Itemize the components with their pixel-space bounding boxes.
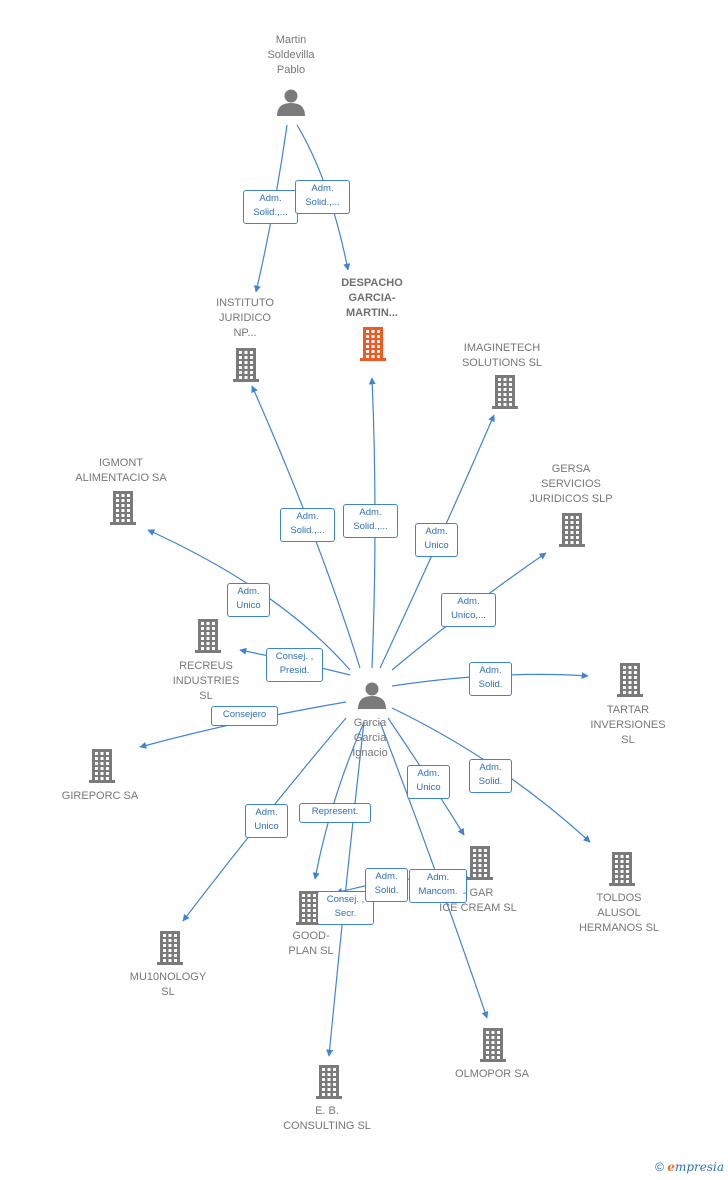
building-icon-recreus[interactable] <box>195 619 221 653</box>
node-label-gireporc[interactable]: GIREPORC SA <box>61 790 139 802</box>
building-icon-icecream[interactable] <box>467 846 493 880</box>
building-icon-gersa[interactable] <box>559 513 585 547</box>
footer-brand: © empresia <box>655 1160 724 1174</box>
edge-label-garcia-igmont[interactable]: Adm.Unico <box>227 583 270 617</box>
edge-label-garcia-toldos[interactable]: Adm.Solid. <box>469 759 512 793</box>
building-icon-igmont[interactable] <box>110 491 136 525</box>
edge-label-garcia-recreus[interactable]: Consej. ,Presid. <box>266 648 323 682</box>
edge-label-garcia-gireporc[interactable]: Consejero <box>211 706 278 726</box>
edge-label-garcia-icecream[interactable]: Adm.Unico <box>407 765 450 799</box>
building-icon-olmopor[interactable] <box>480 1028 506 1062</box>
node-label-olmopor[interactable]: OLMOPOR SA <box>455 1068 529 1080</box>
edge-label-garcia-goodplan[interactable]: Represent. <box>299 803 371 823</box>
building-icon-eb[interactable] <box>316 1065 342 1099</box>
edge-label-garcia-imaginetech[interactable]: Adm.Unico <box>415 523 458 557</box>
building-icon-toldos[interactable] <box>609 852 635 886</box>
empresia-logo[interactable]: empresia <box>667 1160 724 1174</box>
person-icon-garcia[interactable] <box>358 682 386 710</box>
building-icon-despacho[interactable] <box>360 327 386 361</box>
edge-garcia-goodplan <box>312 721 365 880</box>
edge-label-garcia-olmopor[interactable]: Adm.Mancom. <box>409 869 467 903</box>
edge-label-garcia-instituto[interactable]: Adm.Solid.,... <box>280 508 335 542</box>
edge-garcia-eb <box>326 721 365 1057</box>
copyright-symbol: © <box>655 1160 664 1174</box>
edge-label-garcia-tartar[interactable]: Adm.Solid. <box>469 662 512 696</box>
building-icon-goodplan[interactable] <box>296 891 322 925</box>
building-icon-gireporc[interactable] <box>89 749 115 783</box>
building-icon-imaginetech[interactable] <box>492 375 518 409</box>
person-icon-martin[interactable] <box>277 89 305 117</box>
building-icon-instituto[interactable] <box>233 348 259 382</box>
building-icon-mu10[interactable] <box>157 931 183 965</box>
edge-label-garcia-mu10[interactable]: Adm.Unico <box>245 804 288 838</box>
node-label-eb[interactable]: E. B.CONSULTING SL <box>283 1105 371 1132</box>
edge-label-garcia-eb[interactable]: Consej. ,Secr. <box>317 891 374 925</box>
node-label-goodplan[interactable]: GOOD-PLAN SL <box>288 930 334 957</box>
edge-label-martin-instituto[interactable]: Adm.Solid.,... <box>243 190 298 224</box>
building-icon-tartar[interactable] <box>617 663 643 697</box>
edge-label-martin-despacho[interactable]: Adm.Solid.,... <box>295 180 350 214</box>
edge-label-garcia-despacho[interactable]: Adm.Solid.,... <box>343 504 398 538</box>
edge-label-garcia-gersa[interactable]: Adm.Unico,... <box>441 593 496 627</box>
edge-label-icecream-goodplan[interactable]: Adm.Solid. <box>365 868 408 902</box>
